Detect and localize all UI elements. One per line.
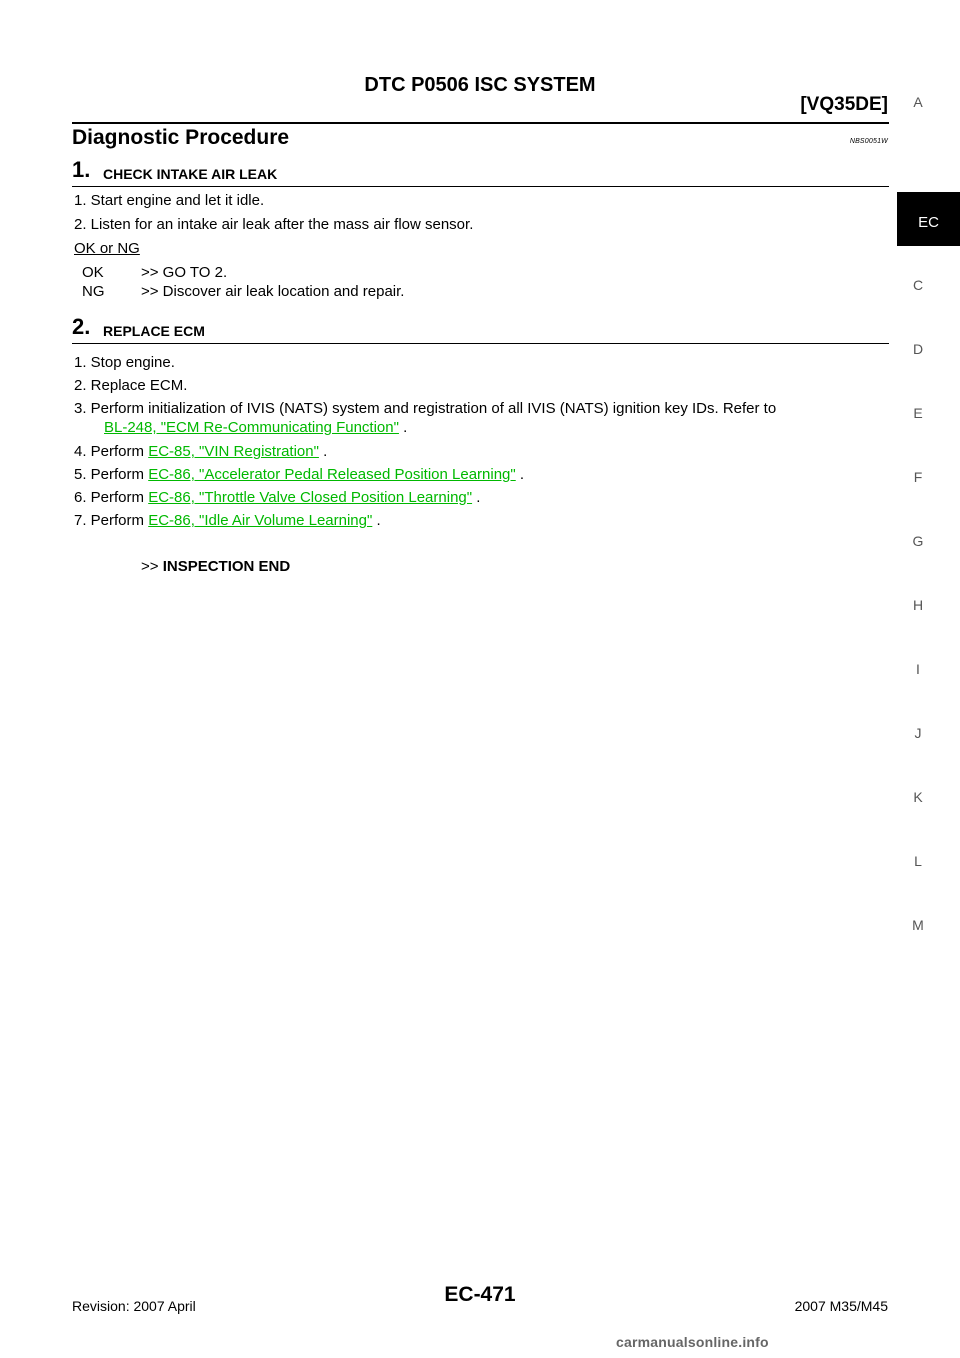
step-2-title: REPLACE ECM	[103, 323, 205, 339]
step-2-item-6-prefix: 6. Perform	[74, 489, 145, 506]
footer-page-number: EC-471	[444, 1283, 516, 1306]
step-2-item-1: 1. Stop engine.	[74, 354, 175, 371]
step-1-title: CHECK INTAKE AIR LEAK	[103, 166, 278, 182]
link-ec-86-accelerator[interactable]: EC-86, "Accelerator Pedal Released Posit…	[148, 466, 516, 483]
index-letter-i[interactable]: I	[916, 661, 920, 677]
step-2-item-7: 7. Perform EC-86, "Idle Air Volume Learn…	[74, 512, 381, 529]
step-2-item-6: 6. Perform EC-86, "Throttle Valve Closed…	[74, 489, 480, 506]
footer-revision: Revision: 2007 April	[72, 1298, 196, 1314]
step-2-item-3: 3. Perform initialization of IVIS (NATS)…	[74, 400, 777, 417]
header-rule	[72, 122, 889, 124]
step-2-header: 2. REPLACE ECM	[72, 314, 889, 344]
link-ec-86-idle-air[interactable]: EC-86, "Idle Air Volume Learning"	[148, 512, 373, 529]
step-2-item-5-prefix: 5. Perform	[74, 466, 145, 483]
index-letter-h[interactable]: H	[912, 597, 924, 613]
result-ok-code: OK	[82, 264, 104, 281]
index-letter-g[interactable]: G	[912, 533, 924, 549]
link-bl-248[interactable]: BL-248, "ECM Re-Communicating Function"	[104, 419, 399, 436]
step-2-item-5: 5. Perform EC-86, "Accelerator Pedal Rel…	[74, 466, 524, 483]
period: .	[403, 419, 408, 436]
index-letter-a[interactable]: A	[913, 94, 923, 110]
end-prefix: >>	[141, 558, 159, 575]
index-letter-m[interactable]: M	[912, 917, 924, 933]
step-2-item-4: 4. Perform EC-85, "VIN Registration" .	[74, 443, 327, 460]
step-1-number: 1.	[72, 157, 91, 182]
index-letter-d[interactable]: D	[912, 341, 924, 357]
step-2-item-7-prefix: 7. Perform	[74, 512, 145, 529]
step-2-item-2: 2. Replace ECM.	[74, 377, 188, 394]
section-ref-code: NBS0051W	[849, 138, 888, 145]
inspection-end: >> INSPECTION END	[141, 558, 290, 575]
section-heading: Diagnostic Procedure	[72, 126, 290, 149]
period: .	[376, 512, 381, 529]
index-letter-l[interactable]: L	[914, 853, 922, 869]
result-ng-code: NG	[82, 283, 105, 300]
step-1-header: 1. CHECK INTAKE AIR LEAK	[72, 157, 889, 187]
end-label: INSPECTION END	[162, 558, 291, 575]
index-letter-c[interactable]: C	[912, 277, 924, 293]
index-tab-ec[interactable]: EC	[897, 192, 960, 246]
engine-label: [VQ35DE]	[800, 94, 888, 115]
result-ng-action: >> Discover air leak location and repair…	[141, 283, 405, 300]
link-ec-85-vin[interactable]: EC-85, "VIN Registration"	[148, 443, 319, 460]
step-1-item-2: 2. Listen for an intake air leak after t…	[74, 216, 474, 233]
watermark: carmanualsonline.info	[616, 1334, 769, 1350]
index-letter-k[interactable]: K	[913, 789, 923, 805]
period: .	[519, 466, 525, 483]
page-title: DTC P0506 ISC SYSTEM	[364, 74, 596, 96]
index-letter-j[interactable]: J	[914, 725, 922, 741]
index-letter-f[interactable]: F	[913, 469, 923, 485]
step-2-item-4-prefix: 4. Perform	[74, 443, 145, 460]
index-letter-e[interactable]: E	[913, 405, 923, 421]
result-ok-action: >> GO TO 2.	[141, 264, 228, 281]
period: .	[323, 443, 328, 460]
ok-ng-label: OK or NG	[74, 240, 140, 257]
step-2-item-3-ref: BL-248, "ECM Re-Communicating Function" …	[104, 419, 407, 436]
link-ec-86-throttle[interactable]: EC-86, "Throttle Valve Closed Position L…	[148, 489, 473, 506]
step-1-item-1: 1. Start engine and let it idle.	[74, 192, 265, 209]
footer-model: 2007 M35/M45	[794, 1298, 888, 1314]
step-2-number: 2.	[72, 314, 91, 339]
period: .	[476, 489, 481, 506]
